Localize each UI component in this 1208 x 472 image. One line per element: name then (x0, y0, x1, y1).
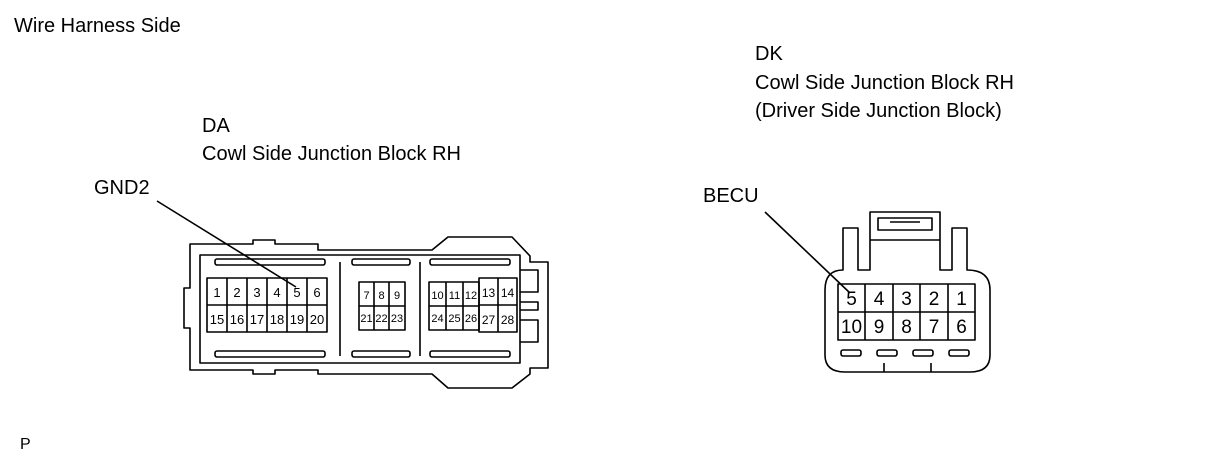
da-pin-13: 13 (482, 286, 496, 300)
da-pin-2: 2 (233, 285, 240, 300)
dk-pin-8: 8 (901, 317, 912, 338)
da-pin-8: 8 (378, 290, 384, 302)
da-pin-11: 11 (449, 290, 460, 302)
da-pin-1: 1 (213, 285, 220, 300)
dk-pin-7: 7 (929, 317, 940, 338)
da-pin-27: 27 (482, 313, 496, 327)
connector-da-code: DA (202, 115, 230, 137)
da-pin-28: 28 (501, 313, 515, 327)
dk-pin-5: 5 (846, 289, 857, 310)
dk-pin-9: 9 (874, 317, 885, 338)
da-pin-15: 15 (210, 312, 224, 327)
da-pin-7: 7 (363, 290, 369, 302)
footer-code: P (20, 436, 31, 453)
da-pin-5: 5 (293, 285, 300, 300)
da-pin-3: 3 (253, 285, 260, 300)
da-pin-25: 25 (448, 313, 460, 325)
da-pin-21: 21 (360, 313, 372, 325)
connector-da-callout: GND2 (94, 177, 150, 199)
connector-da-name: Cowl Side Junction Block RH (202, 143, 461, 165)
connector-da-pins: 1 2 3 4 5 6 7 8 9 10 11 12 13 14 15 16 1… (210, 285, 515, 327)
dk-pin-1: 1 (956, 289, 967, 310)
dk-pin-3: 3 (901, 289, 912, 310)
da-pin-23: 23 (391, 313, 403, 325)
da-pin-9: 9 (394, 290, 400, 302)
connector-dk-name: Cowl Side Junction Block RH (755, 72, 1014, 94)
da-pin-6: 6 (313, 285, 320, 300)
da-pin-20: 20 (310, 312, 324, 327)
da-pin-4: 4 (273, 285, 280, 300)
connector-dk-callout: BECU (703, 185, 759, 207)
gnd2-leader-line (156, 200, 297, 288)
da-pin-14: 14 (501, 286, 515, 300)
da-pin-19: 19 (290, 312, 304, 327)
dk-pin-10: 10 (841, 317, 862, 338)
dk-pin-4: 4 (874, 289, 885, 310)
dk-pin-2: 2 (929, 289, 940, 310)
da-pin-17: 17 (250, 312, 264, 327)
da-pin-26: 26 (465, 313, 477, 325)
da-pin-24: 24 (431, 313, 443, 325)
connector-dk-code: DK (755, 43, 783, 65)
da-pin-12: 12 (465, 290, 477, 302)
connector-dk-housing (824, 211, 991, 373)
becu-leader-line (764, 211, 851, 294)
da-pin-10: 10 (431, 290, 443, 302)
da-pin-22: 22 (375, 313, 387, 325)
da-pin-16: 16 (230, 312, 244, 327)
dk-pin-6: 6 (956, 317, 967, 338)
connector-da-housing (183, 236, 549, 389)
connector-dk-pins: 5 4 3 2 1 10 9 8 7 6 (841, 289, 967, 338)
connector-dk-subtitle: (Driver Side Junction Block) (755, 100, 1002, 122)
da-pin-18: 18 (270, 312, 284, 327)
view-label: Wire Harness Side (14, 15, 181, 37)
